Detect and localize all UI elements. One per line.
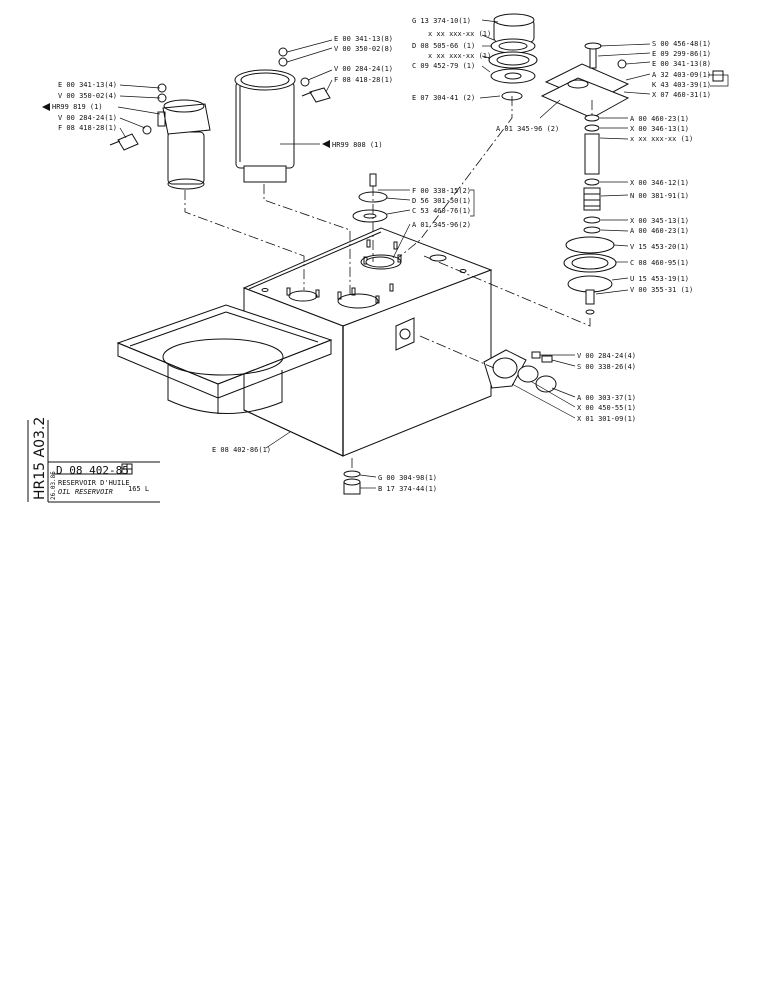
kit-box-icon xyxy=(712,70,724,82)
drawing-number: D 08 402-85 xyxy=(56,464,129,477)
callout-k43403: K 43 403-39(1) xyxy=(652,81,711,89)
callout-v00350-top: V 00 350-02(8) xyxy=(334,45,393,53)
float-valve-stack xyxy=(563,114,617,315)
callout-g13374: G 13 374-10(1) xyxy=(412,17,471,25)
side-inspection-cover xyxy=(483,349,557,393)
left-filter-assembly xyxy=(109,83,211,190)
callout-a01345-mid: A 01 345-96(2) xyxy=(412,221,471,229)
leader-lines xyxy=(117,19,651,489)
callout-d56301: D 56 301-50(1) xyxy=(412,197,471,205)
callout-f08418-top: F 08 418-28(1) xyxy=(334,76,393,84)
sheet-date: 26.03.85 xyxy=(50,471,57,500)
callout-x00345: X 00 345-13(1) xyxy=(630,217,689,225)
callout-v00284-r: V 00 284-24(4) xyxy=(577,352,636,360)
callout-g00304: G 00 304-98(1) xyxy=(378,474,437,482)
callout-u15453: U 15 453-19(1) xyxy=(630,275,689,283)
callout-c08460: C 08 460-95(1) xyxy=(630,259,689,267)
callout-e09299: E 09 299-86(1) xyxy=(652,50,711,58)
callout-n00381: N 00 381-91(1) xyxy=(630,192,689,200)
callout-s00338: S 00 338-26(4) xyxy=(577,363,636,371)
capacity-label: 165 L xyxy=(128,485,149,493)
assembly-lines xyxy=(184,96,593,470)
callout-a32403: A 32 403-09(1) xyxy=(652,71,711,79)
main-filter-assembly xyxy=(234,47,331,183)
callout-v00355: V 00 355-31 (1) xyxy=(630,286,693,294)
sheet-side-code: HR15 A03.2 xyxy=(32,417,48,500)
callout-xx2: x xx xxx-xx (1) xyxy=(428,52,491,60)
callout-x00346-1: X 00 346-13(1) xyxy=(630,125,689,133)
callout-hr99808: HR99 808 (1) xyxy=(332,141,383,149)
callout-c09452: C 09 452-79 (1) xyxy=(412,62,475,70)
callout-c53460: C 53 460-76(1) xyxy=(412,207,471,215)
callout-d08505: D 08 505-66 (1) xyxy=(412,42,475,50)
callout-a00460-1: A 00 460-23(1) xyxy=(630,115,689,123)
callout-a00303: A 00 303-37(1) xyxy=(577,394,636,402)
callout-labels: G 13 374-10(1) x xx xxx-xx (1) D 08 505-… xyxy=(52,17,711,493)
arrow-icon xyxy=(322,140,330,148)
callout-xx1: x xx xxx-xx (1) xyxy=(428,30,491,38)
callout-b17374: B 17 374-44(1) xyxy=(378,485,437,493)
callout-e00341-top: E 00 341-13(8) xyxy=(334,35,393,43)
callout-xx3: x xx xxx-xx (1) xyxy=(630,135,693,143)
callout-e07304: E 07 304-41 (2) xyxy=(412,94,475,102)
callout-x01301: X 01 301-09(1) xyxy=(577,415,636,423)
callout-e00341-l: E 00 341-13(4) xyxy=(58,81,117,89)
callout-e08402: E 08 402-86(1) xyxy=(212,446,271,454)
callout-f08418-l: F 08 418-28(1) xyxy=(58,124,117,132)
callout-x00346-2: X 00 346-12(1) xyxy=(630,179,689,187)
callout-f00338: F 00 338-15(2) xyxy=(412,187,471,195)
callout-v00284-top: V 00 284-24(1) xyxy=(334,65,393,73)
title-block: HR15 A03.2 D 08 402-85 26.03.85 RESERVOI… xyxy=(27,417,160,503)
breather-assembly xyxy=(488,13,538,101)
callout-v15453: V 15 453-20(1) xyxy=(630,243,689,251)
drip-tray xyxy=(116,304,333,414)
callout-x07460: X 07 460-31(1) xyxy=(652,91,711,99)
arrow-icon xyxy=(42,103,50,111)
title-fr: RESERVOIR D'HUILE xyxy=(58,479,130,487)
callout-hr99819: HR99 819 (1) xyxy=(52,103,103,111)
callout-x00450: X 00 450-55(1) xyxy=(577,404,636,412)
callout-v00350-l: V 00 350-02(4) xyxy=(58,92,117,100)
callout-s00456: S 00 456-48(1) xyxy=(652,40,711,48)
callout-e00341-r: E 00 341-13(8) xyxy=(652,60,711,68)
callout-v00284-l: V 00 284-24(1) xyxy=(58,114,117,122)
callout-a00460-2: A 00 460-23(1) xyxy=(630,227,689,235)
title-en: OIL RESERVOIR xyxy=(58,488,113,496)
drain-plug xyxy=(343,470,361,495)
callout-a01345-top: A 01 345-96 (2) xyxy=(496,125,559,133)
sight-glass-cover xyxy=(540,42,630,119)
